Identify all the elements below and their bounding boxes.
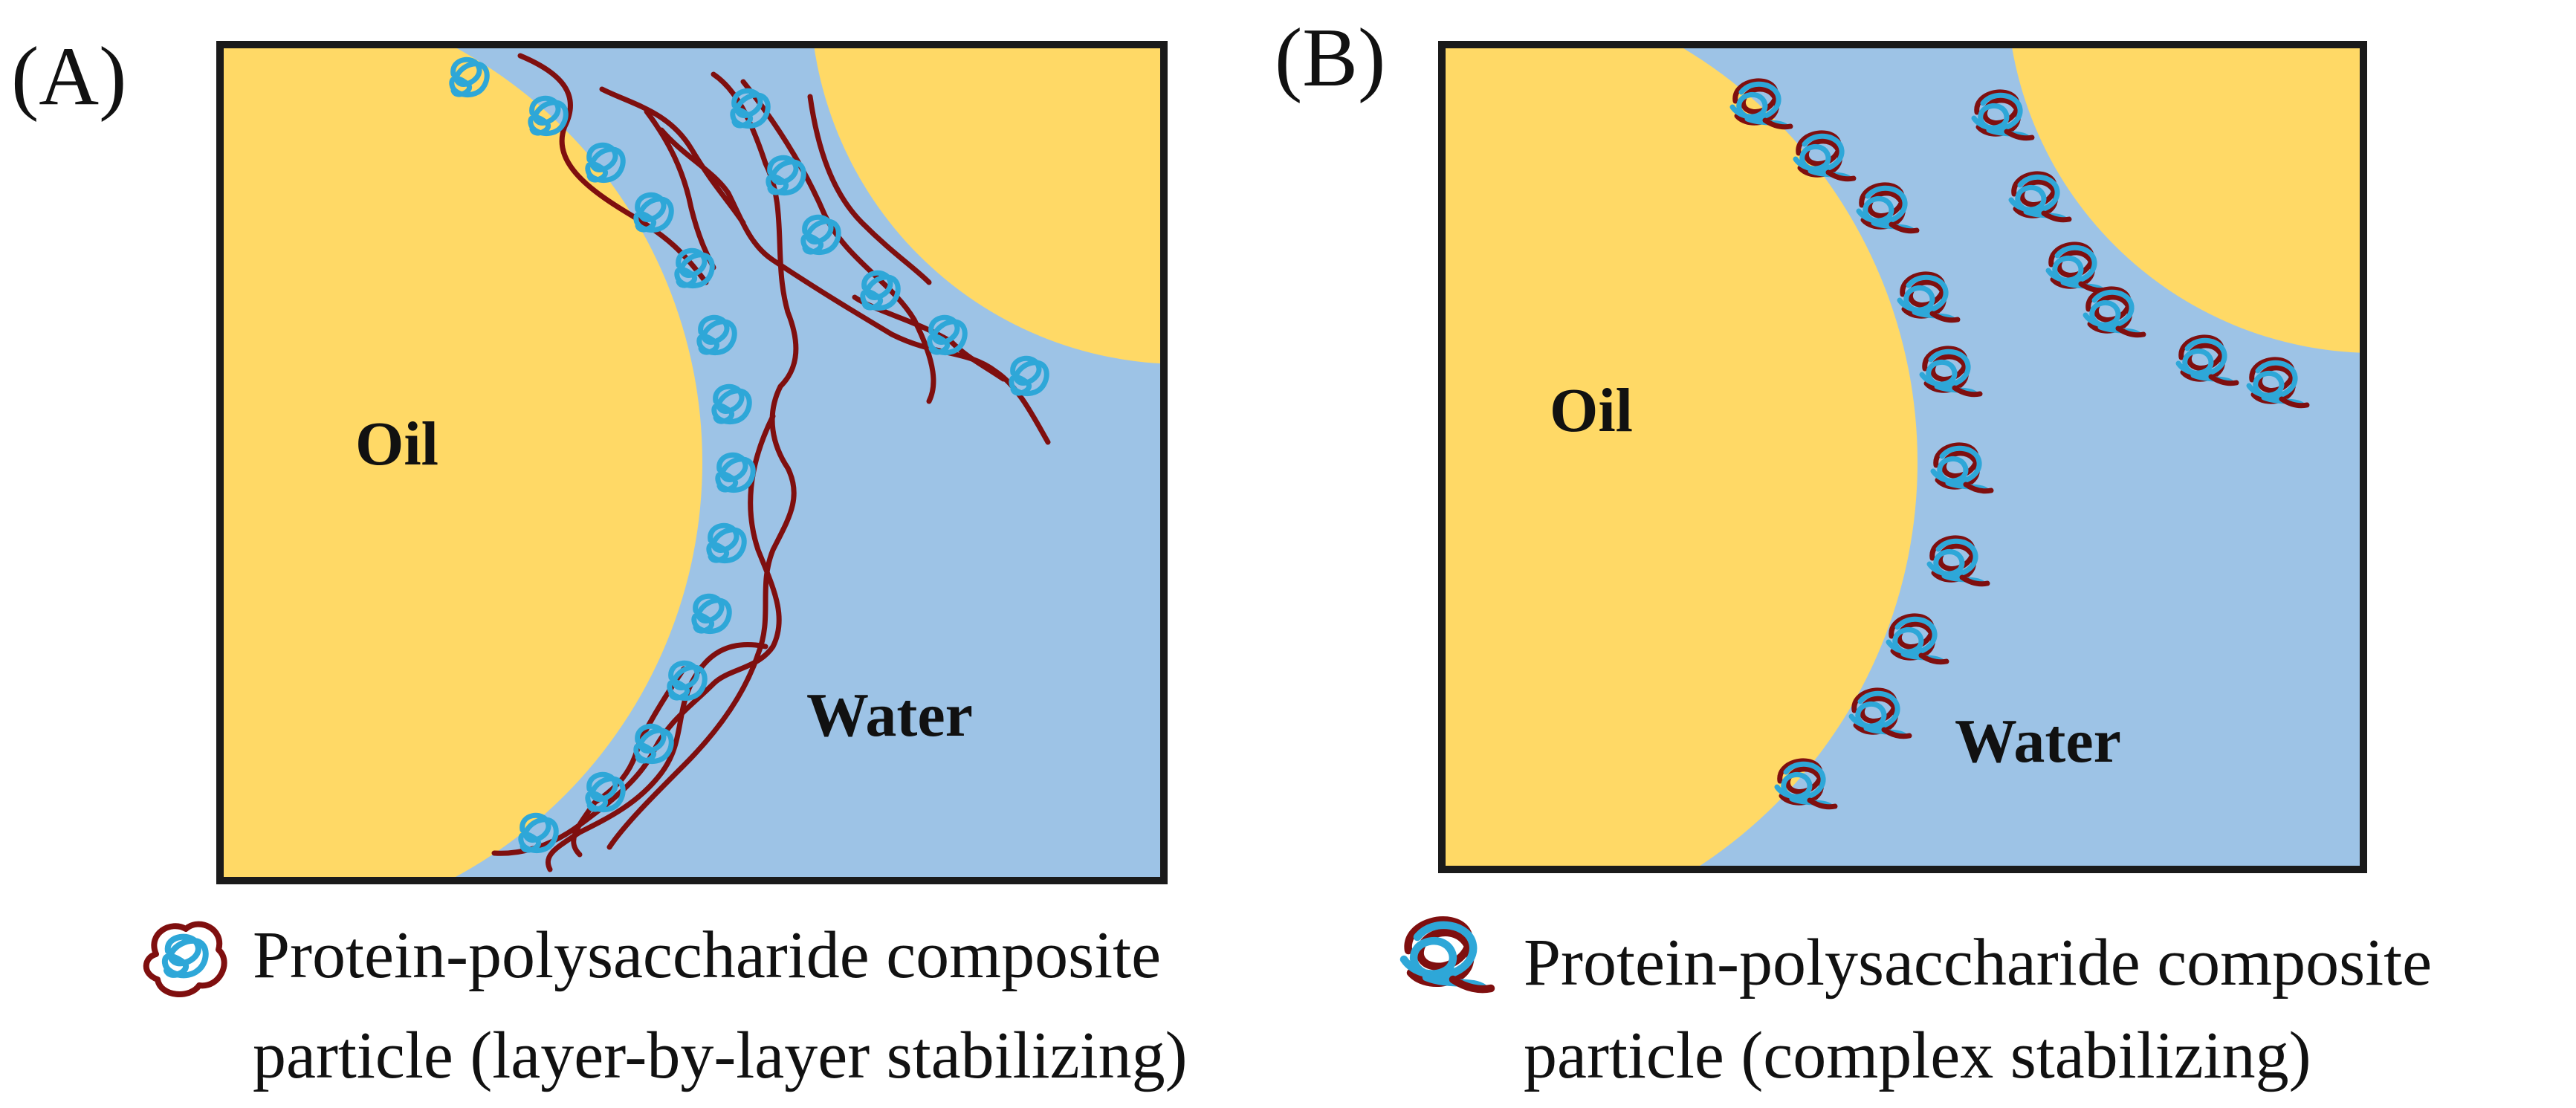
panel-a-frame — [216, 41, 1168, 884]
legend-lbl: Protein-polysaccharide composite particl… — [146, 919, 1188, 1092]
oil-droplet-a-left — [220, 45, 702, 881]
oil-droplet-b-right — [2011, 45, 2363, 353]
lbl-particle-icon — [146, 924, 224, 994]
panel-b: (B) Oil Water — [1275, 12, 2367, 873]
legend-lbl-line2: particle (layer-by-layer stabilizing) — [253, 1019, 1188, 1092]
water-label-b: Water — [1955, 707, 2121, 776]
oil-droplet-a-right — [814, 45, 1164, 364]
oil-label-b: Oil — [1550, 376, 1633, 445]
oil-droplet-b-left — [1442, 45, 1918, 869]
legend-complex-line2: particle (complex stabilizing) — [1524, 1019, 2311, 1092]
panel-a-letter: (A) — [11, 30, 126, 123]
panel-b-letter: (B) — [1275, 12, 1385, 104]
complex-particle-icon — [1404, 920, 1491, 989]
panel-a: (A) Oil Water — [11, 30, 1168, 884]
oil-label-a: Oil — [355, 409, 438, 479]
panel-b-frame — [1438, 41, 2367, 873]
legend-complex-line1: Protein-polysaccharide composite — [1524, 926, 2432, 1000]
legend-complex: Protein-polysaccharide composite particl… — [1404, 920, 2432, 1092]
water-label-a: Water — [806, 681, 973, 750]
legend-lbl-line1: Protein-polysaccharide composite — [253, 919, 1161, 992]
